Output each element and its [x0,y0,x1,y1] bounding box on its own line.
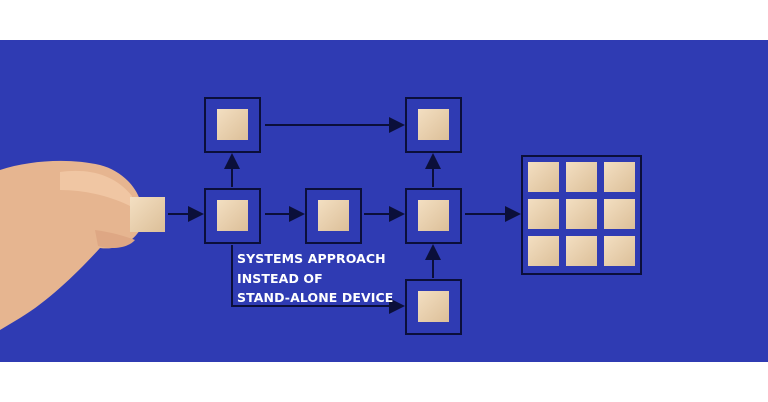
block [566,162,597,192]
block [604,236,635,266]
caption-line: INSTEAD OF [237,270,323,286]
arrows [168,117,521,314]
frames [204,97,642,335]
frame-top-left [204,97,261,153]
block [528,236,559,266]
block [566,199,597,229]
block [604,162,635,192]
block [566,236,597,266]
block [217,109,248,140]
hand [0,160,165,330]
frame-top-right [405,97,462,153]
block [217,200,248,231]
arrow-mid-left-to-bottom-right [231,245,405,314]
frame-grid [521,155,642,275]
caption-line: STAND-ALONE DEVICE [237,290,394,305]
block [528,162,559,192]
block [418,109,449,140]
block [604,199,635,229]
caption-text: SYSTEMS APPROACH INSTEAD OF STAND-ALONE … [237,249,393,308]
block [318,200,349,231]
frame-mid-left [204,188,261,244]
wooden-blocks [217,109,635,322]
frame-mid-right [405,188,462,244]
caption-line: SYSTEMS APPROACH [237,251,386,266]
block [418,291,449,322]
block [418,200,449,231]
frame-mid-center [305,188,362,244]
frame-bottom-right [405,279,462,335]
held-block [130,197,165,232]
block [528,199,559,229]
